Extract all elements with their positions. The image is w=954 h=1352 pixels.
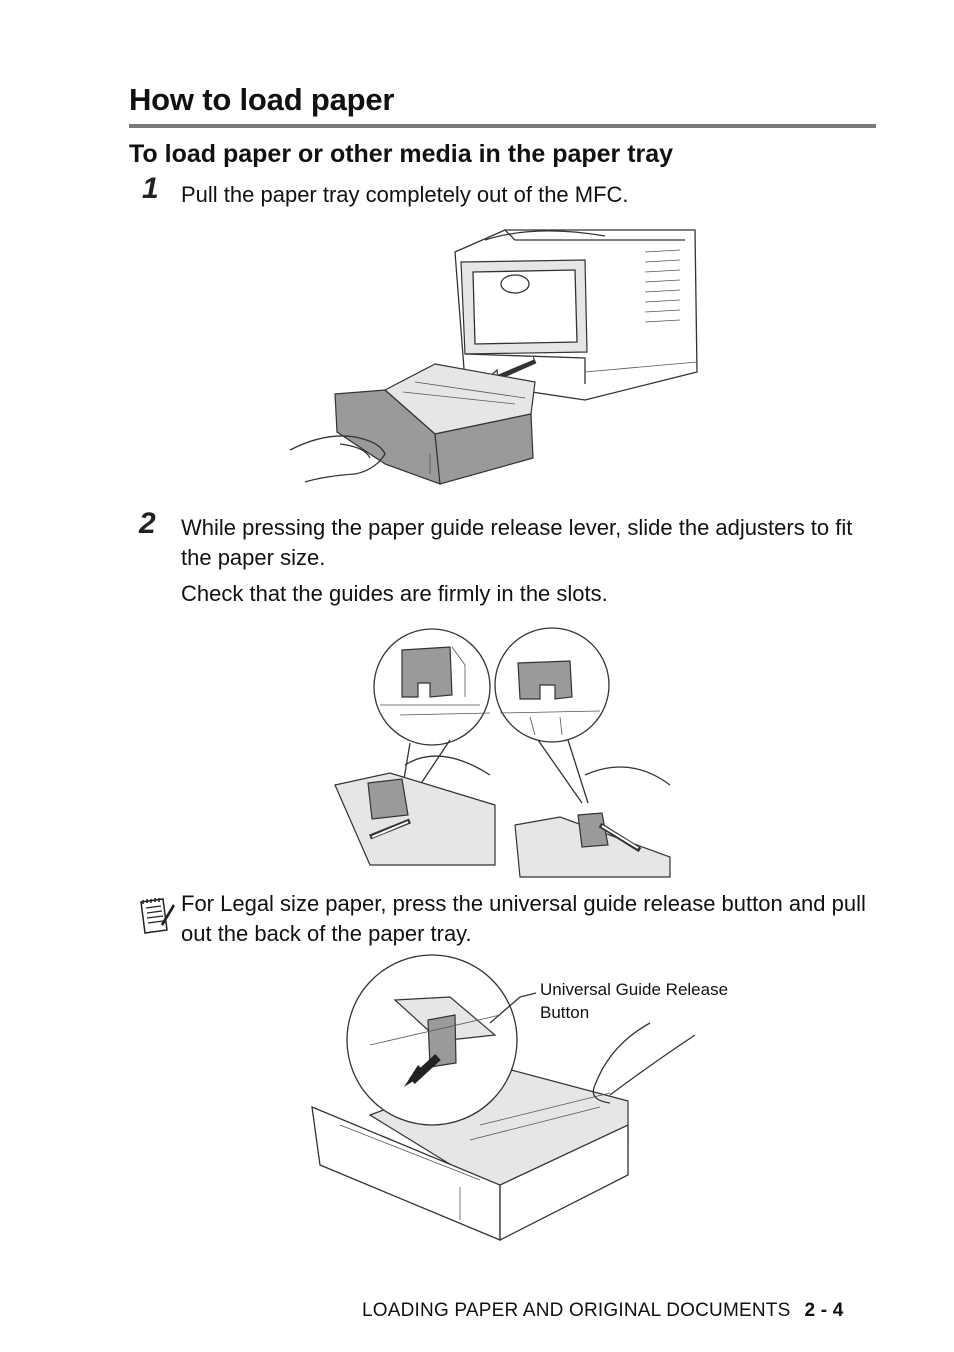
note-text: For Legal size paper, press the universa…: [181, 891, 866, 946]
figure-callout-label: Universal Guide Release Button: [540, 980, 729, 1022]
footer-section-title: LOADING PAPER AND ORIGINAL DOCUMENTS: [362, 1300, 791, 1321]
figure-adjust-guides: [334, 627, 671, 878]
step-2-check-text: Check that the guides are firmly in the …: [181, 581, 608, 606]
step-1-number: 1: [142, 172, 159, 205]
page-footer: LOADING PAPER AND ORIGINAL DOCUMENTS 2 - …: [362, 1300, 843, 1322]
step-2-number: 2: [139, 507, 156, 540]
title-underline: [129, 124, 876, 128]
step-2-text: While pressing the paper guide release l…: [181, 515, 853, 570]
figure-universal-guide-release: [311, 954, 696, 1242]
section-heading: To load paper or other media in the pape…: [129, 140, 674, 168]
footer-page-number: 2 - 4: [804, 1300, 844, 1321]
page-title: How to load paper: [129, 82, 395, 117]
note-pad-pencil-icon: [140, 898, 175, 934]
step-1-text: Pull the paper tray completely out of th…: [181, 182, 629, 207]
figure-pull-out-tray: [289, 229, 698, 485]
